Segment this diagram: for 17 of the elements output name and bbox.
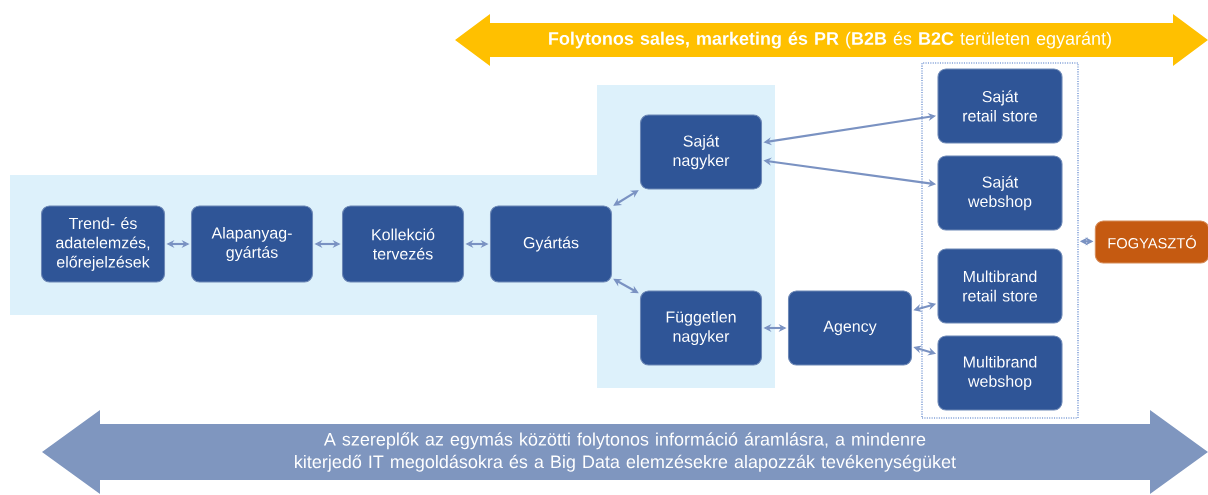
double-arrow [613, 278, 639, 294]
double-arrow-banner: A szereplők az egymás közötti folytonos információ áramlásra, a mindenre kiterjedő IT megoldásokra és a Big Data elemzésekre alapozzák tevékenységüket [42, 410, 1208, 494]
process-box: Saját webshop [937, 155, 1063, 231]
process-box: FOGYASZTÓ [1094, 220, 1208, 264]
double-arrow-banner: Folytonos sales, marketing és PR (B2B és B2C területen egyaránt) [455, 14, 1208, 66]
process-box: Alapanyag-gyártás [190, 205, 314, 283]
process-box: Gyártás [489, 205, 613, 283]
process-box: Multibrand webshop [937, 335, 1063, 411]
dotted-frame [921, 62, 1079, 419]
process-box: Saját retail store [937, 68, 1063, 144]
process-box: Trend- és adatelemzés, előrejelzések [40, 205, 166, 283]
process-box: Kollekció tervezés [341, 205, 465, 283]
process-box: Multibrand retail store [937, 248, 1063, 324]
process-box: Saját nagyker [639, 114, 763, 190]
process-box: Független nagyker [639, 290, 763, 366]
double-arrow [613, 190, 639, 206]
process-box: Agency [787, 290, 913, 366]
